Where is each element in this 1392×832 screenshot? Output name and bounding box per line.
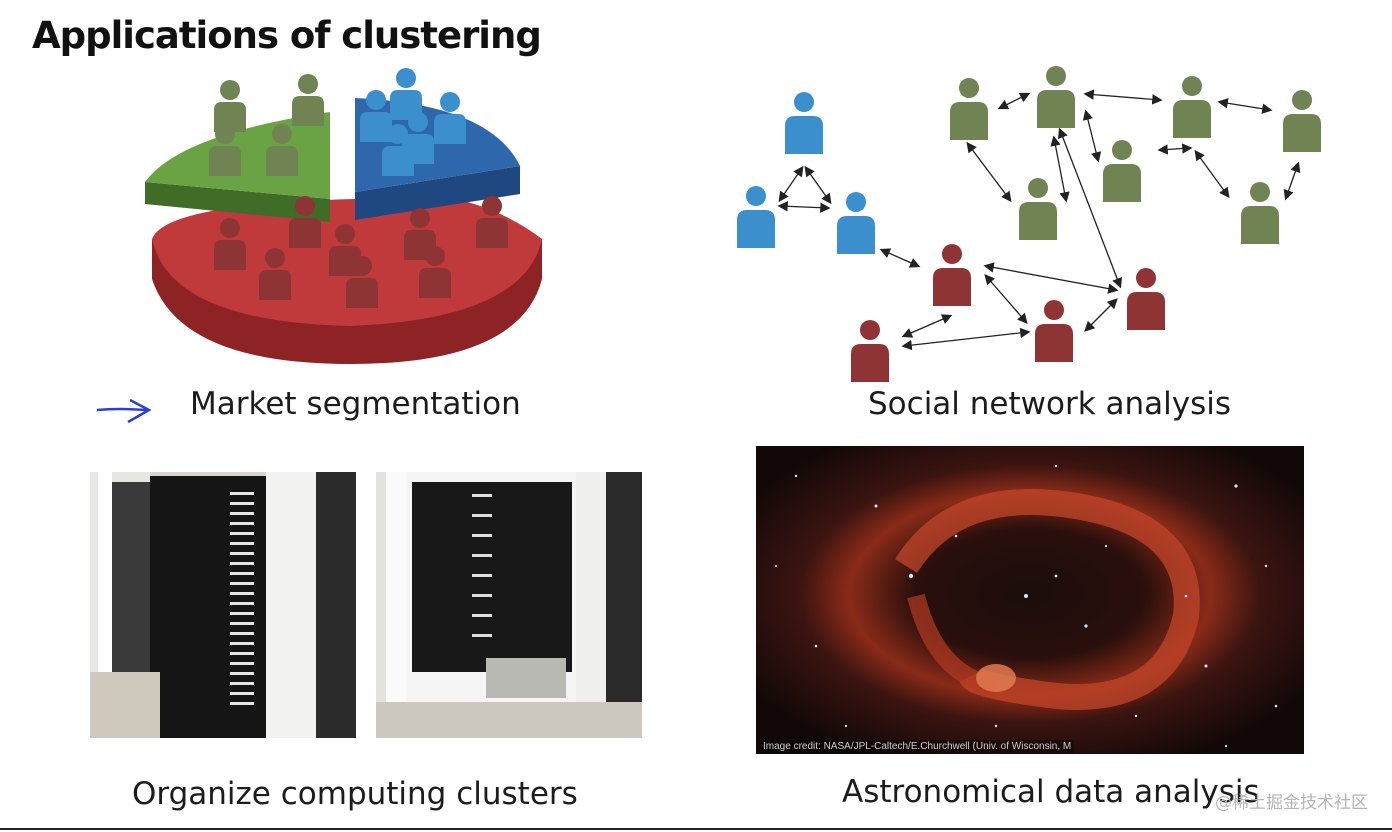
- pie-green-slice-side: [145, 182, 330, 222]
- caption-market-segmentation: Market segmentation: [190, 386, 521, 422]
- pen-arrow-annotation: [96, 398, 152, 424]
- blue-network-people-icons: [737, 92, 875, 254]
- social-network-figure: [737, 66, 1321, 382]
- red-network-people-icons: [851, 244, 1165, 382]
- green-network-people-icons: [950, 66, 1321, 244]
- bottom-divider: [0, 828, 1392, 830]
- pie-blue-slice-side: [355, 166, 520, 220]
- caption-astronomical-data-analysis: Astronomical data analysis: [842, 774, 1260, 810]
- caption-organize-computing-clusters: Organize computing clusters: [132, 776, 578, 812]
- market-segmentation-pie-figure: [145, 68, 542, 364]
- server-rack-photo-right: [376, 472, 642, 738]
- watermark-text: @稀土掘金技术社区: [1215, 793, 1368, 813]
- star-field: [775, 464, 1278, 748]
- server-rack-photo-left: [90, 472, 356, 738]
- caption-social-network-analysis: Social network analysis: [868, 386, 1232, 422]
- network-connections: [777, 89, 1301, 351]
- image-credit-text: Image credit: NASA/JPL-Caltech/E.Churchw…: [760, 740, 1075, 753]
- slide-title: Applications of clustering: [32, 14, 542, 57]
- nebula-photo: [756, 446, 1304, 754]
